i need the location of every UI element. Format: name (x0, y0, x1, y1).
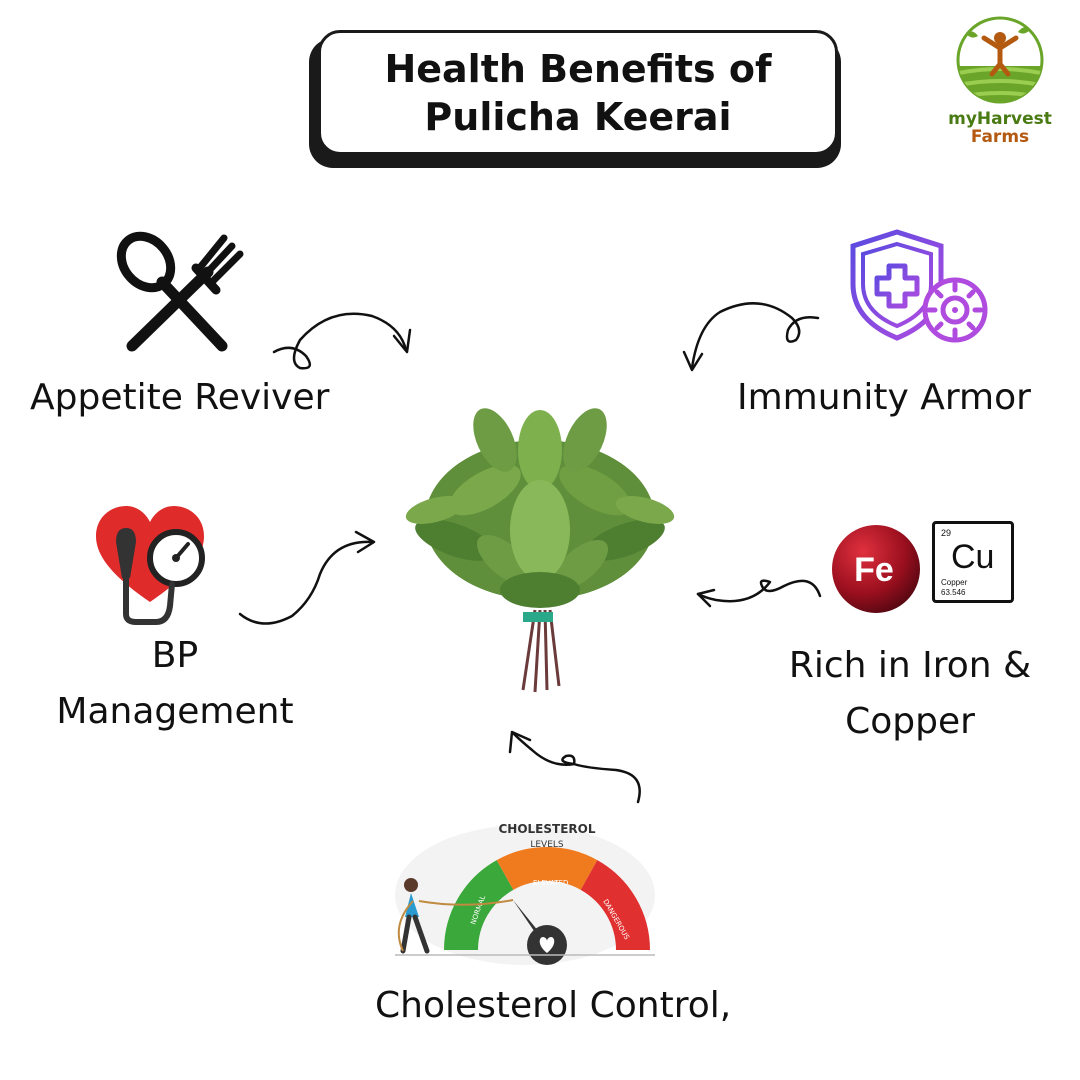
copper-symbol: Cu (951, 538, 995, 576)
blood-pressure-heart-icon (96, 506, 205, 625)
copper-name: Copper (941, 578, 968, 587)
cholesterol-gauge-image: CHOLESTEROL LEVELS NORMAL ELEVATED DANGE… (395, 822, 655, 965)
benefit-immunity-label: Immunity Armor (737, 377, 1031, 418)
brand-logo: myHarvest Farms (944, 16, 1056, 156)
arrow-appetite (272, 312, 408, 370)
benefit-bp-line-1: BP (151, 635, 199, 676)
copper-element-tile: 29 Cu Copper 63.546 (932, 521, 1014, 603)
benefit-bp-line-2: Management (56, 691, 294, 732)
iron-symbol: Fe (854, 551, 894, 589)
title-box: Health Benefits of Pulicha Keerai (318, 30, 838, 155)
arrow-appetite-head (392, 328, 412, 354)
farm-logo-icon (956, 16, 1044, 104)
benefit-iron-label: Rich in Iron & Copper (770, 638, 1050, 750)
benefit-iron-line-2: Copper (845, 701, 975, 742)
arrow-cholesterol-head (508, 730, 532, 754)
benefit-appetite-label: Appetite Reviver (30, 377, 330, 418)
title-line-1: Health Benefits of (384, 46, 772, 91)
arrow-iron (696, 579, 822, 603)
arrow-immunity-head (682, 350, 704, 372)
benefit-bp-label: BP Management (40, 628, 310, 740)
copper-atomic-mass: 63.546 (941, 588, 966, 597)
arrow-bp (238, 540, 374, 625)
gauge-subtitle: LEVELS (530, 840, 564, 850)
title-line-2: Pulicha Keerai (424, 94, 732, 139)
arrow-iron-head (696, 588, 716, 608)
pulicha-keerai-plant-image (405, 408, 675, 693)
logo-text-secondary: Farms (970, 127, 1030, 147)
iron-element-icon: Fe (832, 525, 920, 613)
copper-atomic-number: 29 (941, 528, 952, 538)
benefit-iron-line-1: Rich in Iron & (788, 645, 1032, 686)
arrow-immunity (690, 302, 820, 370)
arrow-cholesterol (512, 732, 641, 804)
logo-text-primary: myHarvest (948, 109, 1052, 129)
gauge-title: CHOLESTEROL (498, 822, 595, 836)
benefit-cholesterol-label: Cholesterol Control, (375, 985, 732, 1026)
gauge-elevated-label: ELEVATED (533, 879, 568, 887)
immunity-shield-icon (850, 229, 988, 343)
arrow-bp-head (354, 530, 376, 554)
fork-spoon-icon (116, 231, 244, 352)
